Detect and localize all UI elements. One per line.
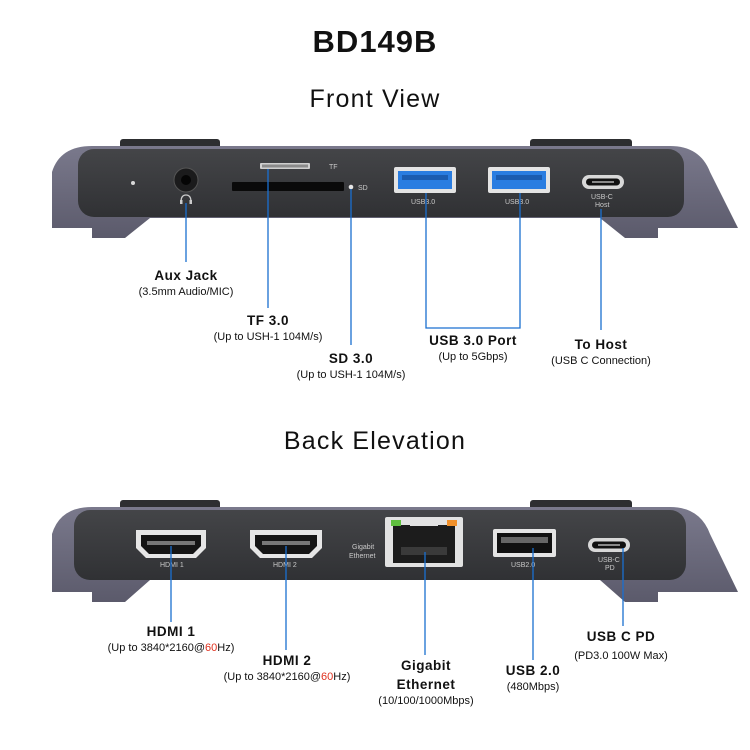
usbc-mark-line2: Host bbox=[595, 202, 609, 209]
usb3-leader-line bbox=[425, 193, 521, 329]
aux-jack-port bbox=[173, 167, 199, 204]
usb3-title: USB 3.0 Port bbox=[429, 333, 517, 348]
usb2-title: USB 2.0 bbox=[505, 663, 561, 678]
eth-led-green bbox=[391, 520, 401, 526]
sd-title: SD 3.0 bbox=[328, 351, 374, 366]
pd-title: USB C PD bbox=[586, 629, 656, 644]
tf-title: TF 3.0 bbox=[246, 313, 289, 328]
aux-jack-label: Aux Jack (3.5mm Audio/MIC) bbox=[116, 268, 256, 298]
ethernet-label: Gigabit Ethernet (10/100/1000Mbps) bbox=[361, 658, 491, 707]
usb2-sub: (480Mbps) bbox=[506, 681, 560, 693]
ethernet-port bbox=[385, 517, 463, 567]
sd-sub: (Up to USH-1 104M/s) bbox=[296, 369, 406, 381]
usb2-label: USB 2.0 (480Mbps) bbox=[488, 663, 578, 693]
front-led-dot bbox=[131, 181, 135, 185]
hdmi1-mark-text: HDMI 1 bbox=[160, 562, 184, 569]
product-title: BD149B bbox=[312, 24, 438, 59]
usb2-port bbox=[493, 529, 556, 557]
eth-mark-line2: Ethernet bbox=[349, 553, 376, 560]
host-label: To Host (USB C Connection) bbox=[541, 337, 661, 367]
sd-card-slot bbox=[232, 182, 344, 191]
tf-label: TF 3.0 (Up to USH-1 104M/s) bbox=[193, 313, 343, 343]
usbc-pd-port bbox=[588, 538, 630, 552]
eth-led-orange bbox=[447, 520, 457, 526]
usbc-pd-mark-line1: USB-C bbox=[598, 557, 620, 564]
eth-title-line1: Gigabit bbox=[401, 658, 451, 673]
eth-sub: (10/100/1000Mbps) bbox=[378, 695, 474, 707]
hdmi1-title: HDMI 1 bbox=[146, 624, 196, 639]
usb3-sub: (Up to 5Gbps) bbox=[438, 351, 508, 363]
eth-mark-line1: Gigabit bbox=[352, 544, 374, 551]
hdmi2-label: HDMI 2 (Up to 3840*2160@60Hz) bbox=[207, 653, 367, 683]
aux-jack-sub: (3.5mm Audio/MIC) bbox=[138, 286, 234, 298]
usb3-port-1 bbox=[394, 167, 456, 193]
hdmi2-sub: (Up to 3840*2160@60Hz) bbox=[223, 671, 351, 683]
usb3-label: USB 3.0 Port (Up to 5Gbps) bbox=[413, 333, 533, 363]
pd-label: USB C PD (PD3.0 100W Max) bbox=[561, 629, 681, 662]
front-view-heading: Front View bbox=[309, 85, 441, 113]
sd-label: SD 3.0 (Up to USH-1 104M/s) bbox=[276, 351, 426, 381]
hdmi1-sub: (Up to 3840*2160@60Hz) bbox=[107, 642, 235, 654]
aux-jack-title: Aux Jack bbox=[154, 268, 218, 283]
host-sub: (USB C Connection) bbox=[551, 355, 651, 367]
headphone-icon bbox=[180, 194, 192, 203]
hdmi2-port bbox=[250, 530, 322, 558]
usbc-pd-mark-line2: PD bbox=[605, 565, 615, 572]
usbc-mark-line1: USB-C bbox=[591, 194, 613, 201]
back-elevation-heading: Back Elevation bbox=[283, 427, 467, 455]
hdmi1-port bbox=[136, 530, 206, 558]
usb2-back-mark-text: USB2.0 bbox=[511, 562, 535, 569]
hdmi1-label: HDMI 1 (Up to 3840*2160@60Hz) bbox=[91, 624, 251, 654]
hdmi2-mark-text: HDMI 2 bbox=[273, 562, 297, 569]
usb1-mark-text: USB3.0 bbox=[411, 199, 435, 206]
usbc-host-port bbox=[582, 175, 624, 189]
tf-sub: (Up to USH-1 104M/s) bbox=[213, 331, 323, 343]
usb3-port-2 bbox=[488, 167, 550, 193]
tf-mark-text: TF bbox=[329, 164, 338, 171]
usb2-mark-text: USB3.0 bbox=[505, 199, 529, 206]
eth-title-line2: Ethernet bbox=[396, 677, 456, 692]
host-title: To Host bbox=[574, 337, 628, 352]
pd-sub: (PD3.0 100W Max) bbox=[574, 650, 668, 662]
front-device-face bbox=[78, 149, 684, 217]
hdmi2-title: HDMI 2 bbox=[262, 653, 312, 668]
sd-mark-text: SD bbox=[358, 185, 368, 192]
